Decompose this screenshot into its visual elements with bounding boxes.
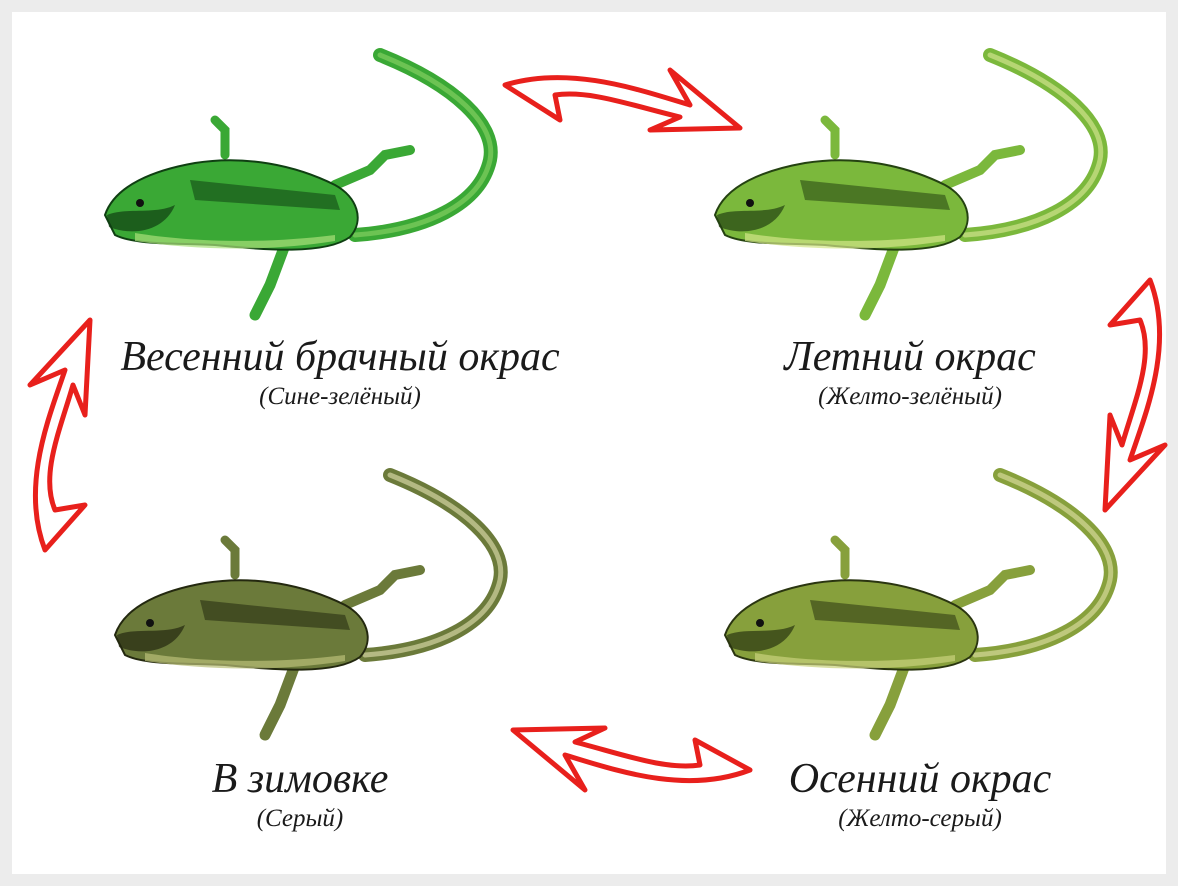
- caption-autumn-subtitle: (Желто-серый): [740, 803, 1100, 835]
- lizard-winter-image: [105, 465, 535, 765]
- caption-spring-title: Весенний брачный окрас: [90, 333, 590, 381]
- caption-autumn-title: Осенний окрас: [740, 755, 1100, 803]
- caption-winter-title: В зимовке: [130, 755, 470, 803]
- caption-summer: Летний окрас (Желто-зелёный): [700, 333, 1120, 413]
- arrow-spring-to-summer: [500, 60, 750, 140]
- caption-autumn: Осенний окрас (Желто-серый): [740, 755, 1100, 835]
- lizard-spring-image: [95, 45, 525, 345]
- lizard-autumn-image: [715, 465, 1145, 765]
- caption-summer-subtitle: (Желто-зелёный): [700, 381, 1120, 413]
- arrow-winter-to-spring: [25, 315, 105, 555]
- arrow-autumn-to-winter: [505, 710, 755, 800]
- caption-spring-subtitle: (Сине-зелёный): [90, 381, 590, 413]
- caption-spring: Весенний брачный окрас (Сине-зелёный): [90, 333, 590, 413]
- lizard-summer-image: [705, 45, 1135, 345]
- caption-winter-subtitle: (Серый): [130, 803, 470, 835]
- arrow-summer-to-autumn: [1095, 275, 1175, 515]
- caption-summer-title: Летний окрас: [700, 333, 1120, 381]
- caption-winter: В зимовке (Серый): [130, 755, 470, 835]
